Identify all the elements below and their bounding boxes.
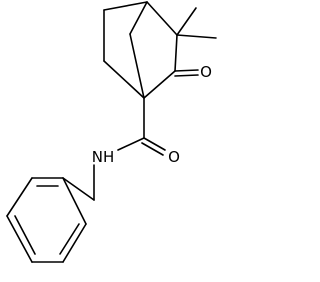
phenyl-bond-6	[62, 177, 87, 225]
chemical-structure: O O NH	[6, 1, 217, 263]
bicyclic-core	[103, 1, 217, 99]
amide-group: O NH	[89, 97, 181, 166]
bond-c4-to-cgem	[146, 1, 178, 36]
ketone-oxygen-bg	[199, 63, 213, 80]
bond-ch2b-to-c4	[103, 1, 148, 11]
ketone-double-bond-b	[174, 74, 199, 77]
phenyl-inner-double-2	[14, 215, 36, 255]
amide-nitrogen-bg	[89, 148, 117, 165]
amide-oxygen-label: O	[168, 148, 180, 166]
bond-carbonyl-to-bridgehead	[143, 70, 176, 99]
amide-oxygen-bg	[167, 148, 181, 165]
ketone-group: O	[174, 63, 213, 81]
bond-bridgehead-to-bridge	[129, 33, 145, 99]
bond-bridgehead-to-ch2a	[103, 60, 145, 99]
phenyl-bond-5	[62, 223, 87, 263]
bond-ch2-to-phenyl	[62, 177, 95, 201]
amide-carbonyl-double-bond-b	[141, 142, 164, 156]
phenyl-bond-3	[6, 215, 33, 263]
bond-cgem-to-carbonyl	[174, 34, 178, 72]
bond-amide-carbon-to-nitrogen	[117, 137, 145, 151]
amide-nitrogen-label: NH	[92, 148, 115, 166]
ketone-double-bond-a	[174, 69, 199, 72]
bond-cgem-to-methyl-up	[176, 7, 197, 36]
bond-bridge-to-c4	[129, 1, 148, 35]
benzyl-group	[6, 164, 95, 263]
amide-carbonyl-double-bond-a	[143, 137, 166, 151]
ketone-oxygen-label: O	[200, 63, 212, 81]
bond-cgem-to-methyl-right	[176, 34, 217, 39]
phenyl-inner-double-3	[59, 223, 80, 255]
phenyl-bond-2	[6, 177, 33, 217]
